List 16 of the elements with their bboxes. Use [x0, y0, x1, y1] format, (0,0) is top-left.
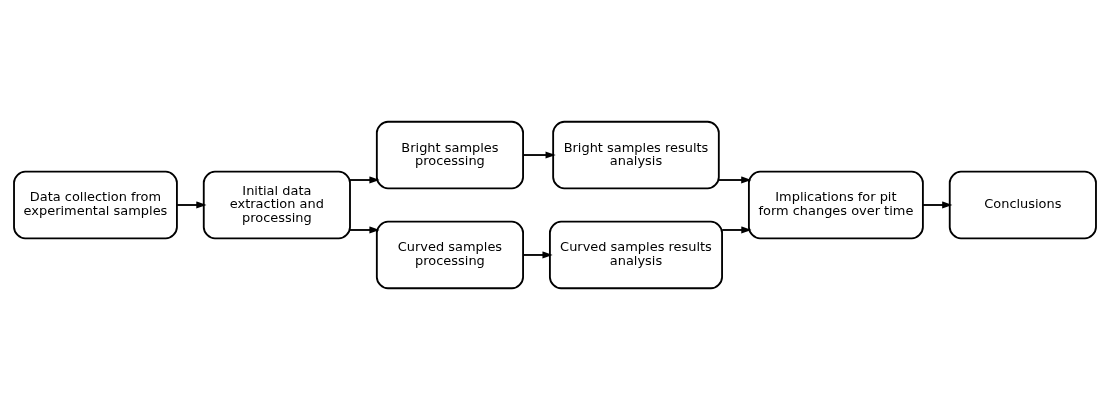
node-box: Implications for pit form changes over time: [747, 170, 924, 240]
arrow: [922, 201, 953, 209]
node-box: Data collection from experimental samples: [13, 170, 178, 240]
arrow: [349, 176, 380, 184]
arrow: [721, 226, 752, 234]
arrow: [522, 251, 553, 259]
node-box: Initial data extraction and processing: [202, 170, 351, 240]
node-box: Curved samples results analysis: [549, 220, 723, 290]
arrow: [176, 201, 207, 209]
node-box: Bright samples results analysis: [552, 120, 720, 190]
arrow: [718, 176, 752, 184]
node-box: Conclusions: [948, 170, 1097, 240]
node-box: Bright samples processing: [375, 120, 524, 190]
node-box: Curved samples processing: [375, 220, 524, 290]
arrow: [349, 226, 380, 234]
arrow: [522, 151, 556, 159]
